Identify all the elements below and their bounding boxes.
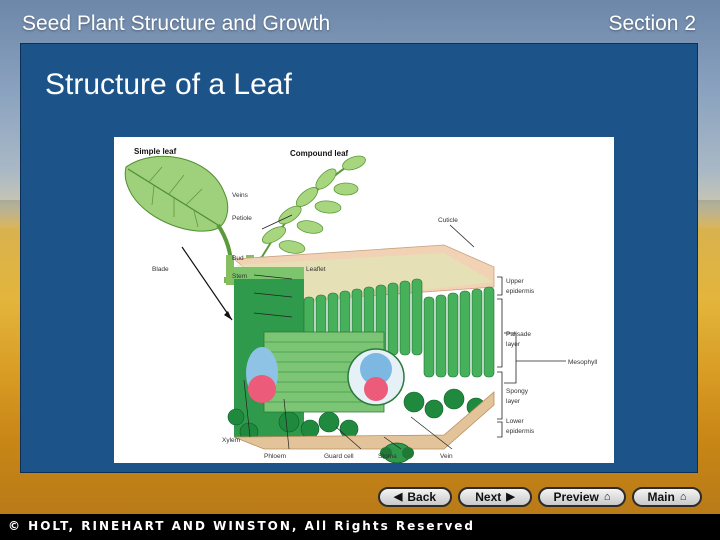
content-panel: Structure of a Leaf <box>20 43 698 473</box>
label-lower-1: Lower <box>506 418 525 425</box>
main-button[interactable]: Main ⌂ <box>632 487 702 507</box>
label-compound-leaf: Compound leaf <box>290 149 349 158</box>
section-label: Section 2 <box>608 12 696 35</box>
chevron-right-icon: ▶ <box>506 490 515 503</box>
main-label: Main <box>647 490 675 504</box>
label-veins: Veins <box>232 192 249 199</box>
label-bud: Bud <box>232 255 244 262</box>
leaf-structure-figure: Simple leaf Compound leaf Veins Petiole … <box>114 137 614 463</box>
label-mesophyll: Mesophyll <box>568 359 598 366</box>
label-leaflet: Leaflet <box>306 266 326 273</box>
label-petiole: Petiole <box>232 215 252 222</box>
label-stoma: Stoma <box>378 453 397 460</box>
copyright-text: © HOLT, RINEHART AND WINSTON, All Rights… <box>8 519 476 533</box>
label-palisade-1: Palisade <box>506 331 531 338</box>
next-button[interactable]: Next ▶ <box>458 487 532 507</box>
preview-button[interactable]: Preview ⌂ <box>538 487 626 507</box>
label-spongy-1: Spongy <box>506 388 529 395</box>
slide-title: Structure of a Leaf <box>45 68 292 101</box>
label-blade: Blade <box>152 266 169 273</box>
chevron-left-icon: ◀ <box>393 490 403 503</box>
next-label: Next <box>475 490 502 504</box>
preview-label: Preview <box>553 490 599 504</box>
label-upper-1: Upper <box>506 278 525 285</box>
leaf-diagram: Simple leaf Compound leaf Veins Petiole … <box>124 147 598 463</box>
label-cuticle: Cuticle <box>438 217 458 224</box>
label-xylem: Xylem <box>222 437 240 444</box>
footer-bar: © HOLT, RINEHART AND WINSTON, All Rights… <box>0 514 720 540</box>
label-simple-leaf: Simple leaf <box>134 147 177 156</box>
label-stem: Stem <box>232 273 247 280</box>
label-upper-2: epidermis <box>506 288 535 295</box>
chapter-title: Seed Plant Structure and Growth <box>22 12 331 35</box>
back-label: Back <box>407 490 437 504</box>
leaf-cross-section <box>227 244 495 463</box>
label-guard-cell: Guard cell <box>324 453 354 460</box>
back-button[interactable]: ◀ Back <box>378 487 452 507</box>
home-icon: ⌂ <box>603 490 611 503</box>
main-home-icon: ⌂ <box>679 490 687 503</box>
label-phloem: Phloem <box>264 453 286 460</box>
label-lower-2: epidermis <box>506 428 535 435</box>
label-palisade-2: layer <box>506 341 521 348</box>
label-spongy-2: layer <box>506 398 521 405</box>
label-vein: Vein <box>440 453 453 460</box>
